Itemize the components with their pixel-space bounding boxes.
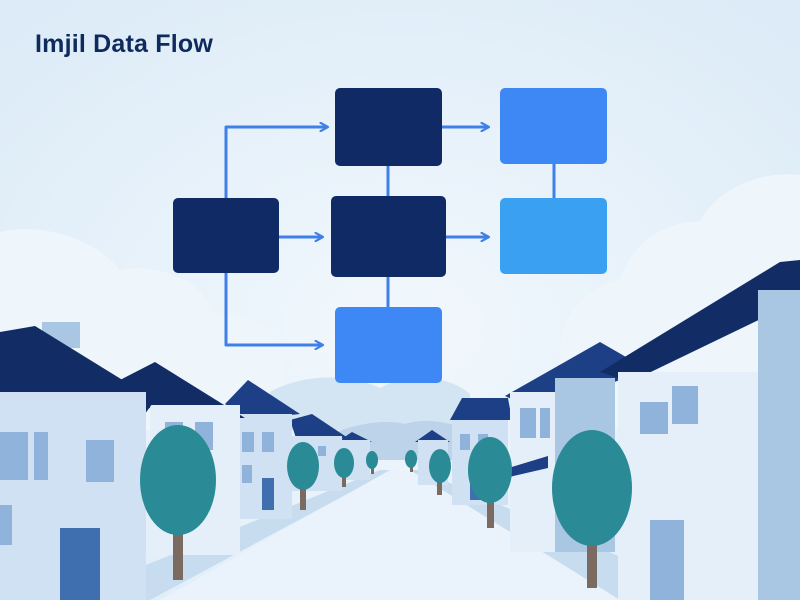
tree-right-far bbox=[405, 450, 417, 472]
connector-source-to-bottom-store bbox=[224, 273, 323, 345]
tree-left-2 bbox=[287, 442, 319, 510]
connectors bbox=[224, 127, 556, 345]
tree-left-near bbox=[140, 425, 216, 580]
node-top-process bbox=[335, 88, 442, 166]
tree-right-2 bbox=[468, 437, 512, 528]
node-center-process bbox=[331, 196, 446, 277]
connector-source-to-top-process bbox=[224, 127, 328, 198]
nodes bbox=[173, 88, 607, 383]
tree-right-near bbox=[552, 430, 632, 588]
road bbox=[160, 470, 620, 600]
page-title: Imjil Data Flow bbox=[35, 30, 214, 58]
tree-right-3 bbox=[429, 449, 451, 495]
cloud-center bbox=[270, 377, 470, 430]
node-bottom-store bbox=[335, 307, 442, 383]
house-left-near bbox=[0, 322, 155, 600]
tree-left-4 bbox=[366, 451, 378, 474]
tree-left-3 bbox=[334, 448, 354, 487]
node-right-output bbox=[500, 198, 607, 274]
node-top-output bbox=[500, 88, 607, 164]
house-right-near bbox=[600, 260, 800, 600]
trees bbox=[140, 425, 632, 588]
house-left-3 bbox=[225, 380, 300, 519]
node-source bbox=[173, 198, 279, 273]
